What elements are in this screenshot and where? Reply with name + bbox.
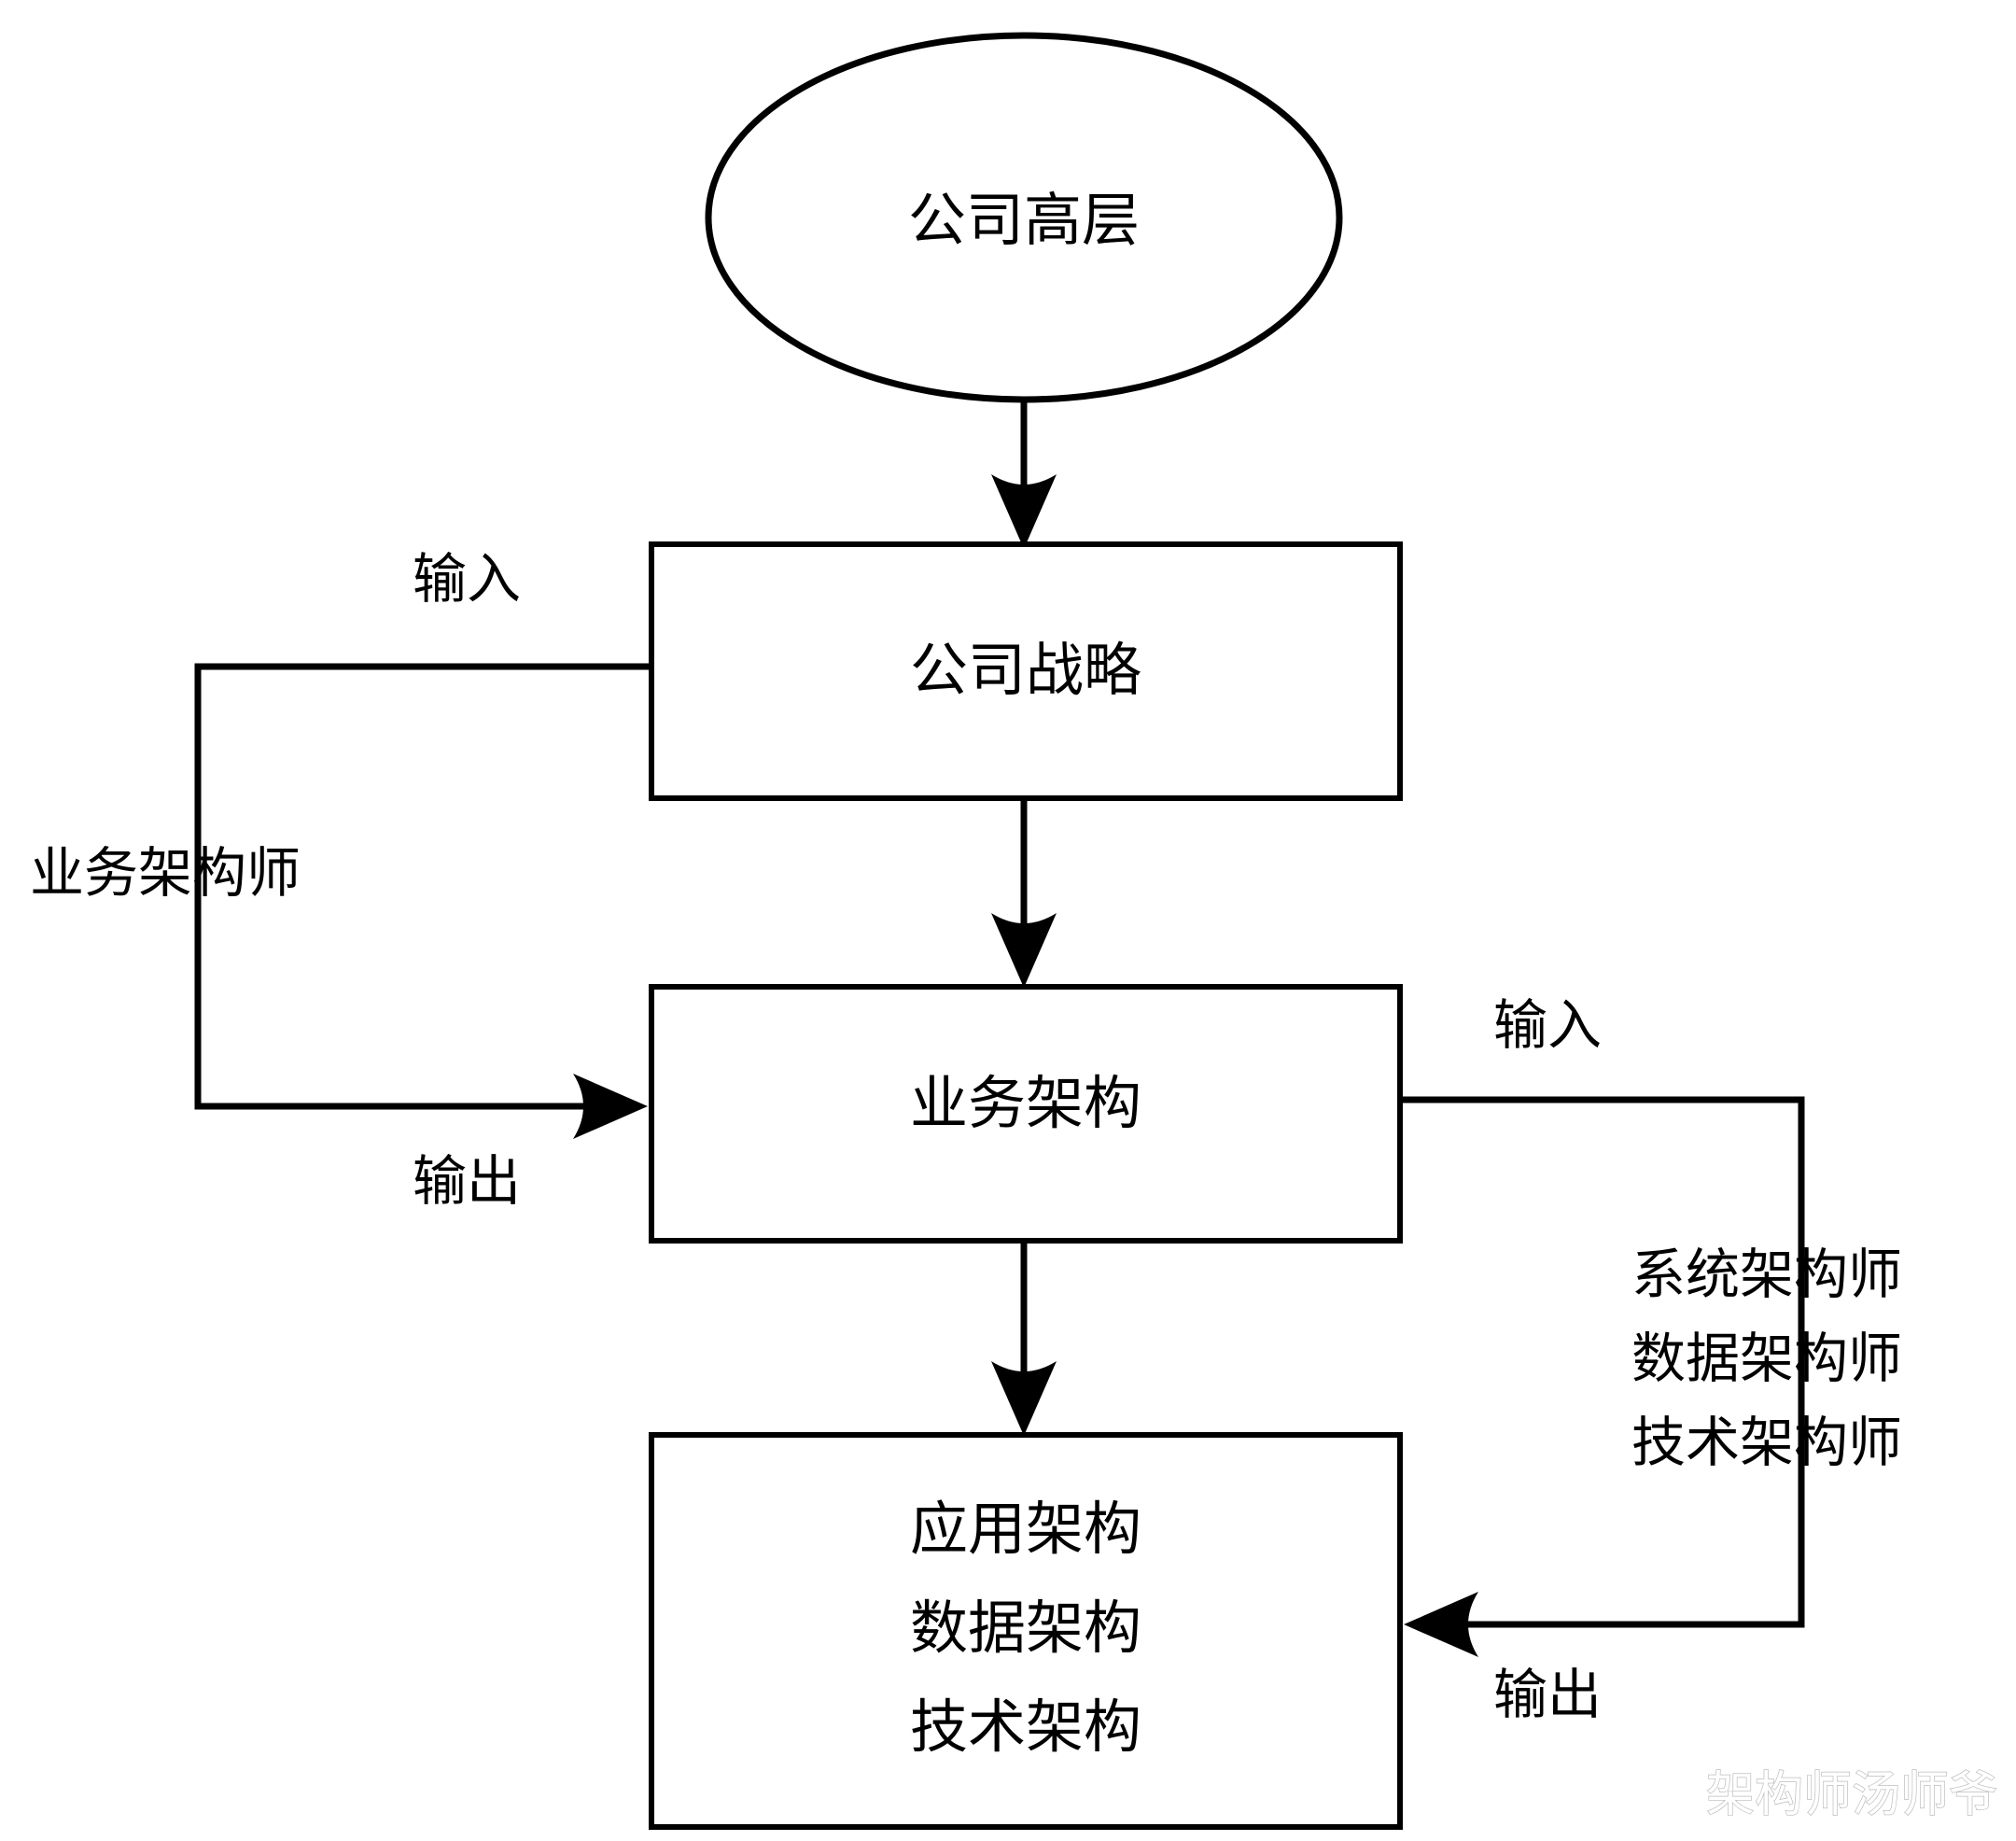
node-label-company-executives: 公司高层 xyxy=(908,186,1140,254)
node-label-technology-architecture: 技术架构 xyxy=(910,1693,1141,1761)
arrow-head-icon xyxy=(991,913,1057,988)
edge-line xyxy=(1400,1096,1805,1628)
node-label-business-architecture: 业务架构 xyxy=(910,1069,1141,1137)
arrow-head-icon xyxy=(991,474,1057,549)
node-company-strategy[interactable]: 公司战略 xyxy=(649,541,1403,801)
node-company-executives[interactable]: 公司高层 xyxy=(705,32,1343,403)
rect-shape xyxy=(649,1432,1403,1830)
edge-label-right-output: 输出 xyxy=(1493,1663,1602,1726)
edge-label-technology-architect-role: 技术架构师 xyxy=(1631,1411,1902,1474)
edge-exec-to-strategy xyxy=(991,401,1057,549)
edge-label-business-architect-role: 业务架构师 xyxy=(30,841,301,905)
watermark-label: 架构师汤师爷 xyxy=(1706,1767,1997,1823)
ellipse-shape xyxy=(705,32,1343,403)
edge-label-left-output: 输出 xyxy=(413,1149,521,1213)
rect-shape xyxy=(649,984,1403,1244)
node-label-application-architecture: 应用架构 xyxy=(910,1495,1141,1563)
rect-shape xyxy=(649,541,1403,801)
edge-right-loop-system-architects xyxy=(1400,1096,1805,1657)
edge-label-right-input: 输入 xyxy=(1493,993,1602,1057)
edge-left-loop-business-architect xyxy=(194,663,651,1139)
edge-label-left-input: 输入 xyxy=(413,547,521,611)
edge-strategy-to-bizarch xyxy=(991,798,1057,988)
arrow-head-icon xyxy=(1404,1592,1478,1657)
node-label-data-architecture: 数据架构 xyxy=(910,1594,1141,1662)
node-business-architecture[interactable]: 业务架构 xyxy=(649,984,1403,1244)
edge-label-data-architect-role: 数据架构师 xyxy=(1631,1327,1902,1390)
arrow-head-icon xyxy=(573,1074,648,1139)
edge-line xyxy=(194,663,651,1110)
arrow-head-icon xyxy=(991,1361,1057,1436)
edge-label-system-architect-role: 系统架构师 xyxy=(1631,1243,1902,1306)
node-application-architecture[interactable]: 应用架构 数据架构 技术架构 xyxy=(649,1432,1403,1830)
edge-bizarch-to-apparch xyxy=(991,1241,1057,1436)
node-label-company-strategy: 公司战略 xyxy=(910,636,1141,704)
